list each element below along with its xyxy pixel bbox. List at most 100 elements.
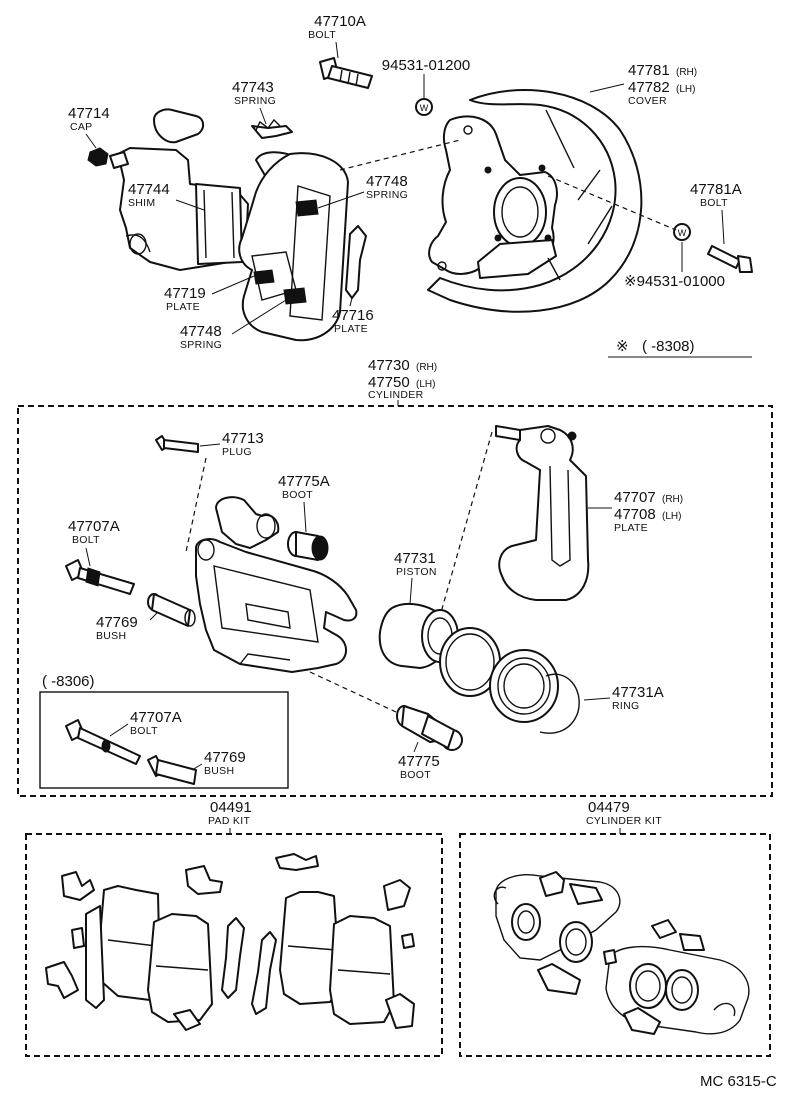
reference-mark: ※ bbox=[616, 338, 629, 355]
bolt-47707A-variant-drawing bbox=[65, 719, 141, 765]
cylinder-body-drawing bbox=[195, 496, 358, 673]
part-suffix: (LH) bbox=[662, 511, 681, 522]
part-number: 47730 bbox=[368, 357, 410, 374]
date-range-note: ( -8306) bbox=[42, 673, 95, 690]
part-number: 47775A bbox=[278, 473, 330, 490]
part-number: 47782 bbox=[628, 79, 670, 96]
part-description: BUSH bbox=[204, 765, 234, 777]
part-suffix: (RH) bbox=[662, 494, 683, 505]
part-description: SPRING bbox=[180, 339, 222, 351]
part-number: 47769 bbox=[96, 614, 138, 631]
leader-line bbox=[175, 199, 205, 211]
part-description: CYLINDER bbox=[368, 389, 424, 401]
leader-dashed bbox=[185, 457, 207, 553]
part-suffix: (LH) bbox=[416, 379, 435, 390]
leader-line bbox=[413, 741, 419, 753]
part-number: 47707A bbox=[68, 518, 120, 535]
part-description: PLUG bbox=[222, 446, 252, 458]
part-description: PLATE bbox=[614, 522, 648, 534]
part-number: 47750 bbox=[368, 374, 410, 391]
leader-line bbox=[721, 209, 725, 245]
leader-line bbox=[85, 133, 97, 149]
part-number: 47775 bbox=[398, 753, 440, 770]
part-number: 47769 bbox=[204, 749, 246, 766]
leader-line bbox=[199, 443, 221, 447]
part-description: BOLT bbox=[700, 197, 728, 209]
ring-47731A-drawing bbox=[539, 673, 580, 734]
part-description: SPRING bbox=[366, 189, 408, 201]
leader-line bbox=[85, 547, 91, 567]
dust-cover-drawing bbox=[427, 89, 643, 313]
part-description: PISTON bbox=[396, 566, 437, 578]
part-number: 47731 bbox=[394, 550, 436, 567]
bolt-47710A-drawing bbox=[319, 57, 373, 89]
leader-line bbox=[583, 697, 611, 701]
leader-line bbox=[231, 299, 287, 335]
washer-mark-icon: W bbox=[673, 223, 691, 241]
part-description: BOLT bbox=[308, 29, 336, 41]
caliper-assembly-drawing bbox=[109, 108, 349, 342]
part-number: 47743 bbox=[232, 79, 274, 96]
part-description: PLATE bbox=[166, 301, 200, 313]
part-description: CYLINDER KIT bbox=[586, 815, 662, 827]
cylinder-kit-drawing bbox=[493, 871, 750, 1035]
part-number: 47781A bbox=[690, 181, 742, 198]
bush-47769-variant-drawing bbox=[147, 755, 197, 785]
part-number: ※94531-01000 bbox=[624, 273, 725, 290]
part-number: 47707A bbox=[130, 709, 182, 726]
part-number: 94531-01200 bbox=[382, 57, 470, 74]
part-description: SPRING bbox=[234, 95, 276, 107]
part-number: 47716 bbox=[332, 307, 374, 324]
part-description: BOOT bbox=[400, 769, 431, 781]
part-number: 47748 bbox=[180, 323, 222, 340]
part-number: 47708 bbox=[614, 506, 656, 523]
part-description: PLATE bbox=[334, 323, 368, 335]
leader-line bbox=[409, 577, 413, 605]
part-number: 04491 bbox=[210, 799, 252, 816]
bolt-47781A-drawing bbox=[707, 245, 753, 273]
part-number: 47707 bbox=[614, 489, 656, 506]
part-description: BOLT bbox=[72, 534, 100, 546]
part-number: 47744 bbox=[128, 181, 170, 198]
bolt-47707A-drawing bbox=[65, 559, 135, 595]
date-range-note: ( -8308) bbox=[642, 338, 695, 355]
pad-kit-drawing bbox=[45, 853, 415, 1031]
part-description: CAP bbox=[70, 121, 93, 133]
svg-text:W: W bbox=[678, 228, 687, 238]
part-number: 47713 bbox=[222, 430, 264, 447]
leader-line bbox=[317, 191, 365, 209]
cylinder-kit-group-box bbox=[459, 833, 771, 1057]
part-suffix: (LH) bbox=[676, 84, 695, 95]
part-number: 47748 bbox=[366, 173, 408, 190]
boot-47775-drawing bbox=[396, 705, 463, 751]
boot-47775A-drawing bbox=[287, 531, 329, 561]
svg-text:W: W bbox=[420, 103, 429, 113]
part-number: 47710A bbox=[314, 13, 366, 30]
cap-47714-drawing bbox=[87, 147, 109, 167]
washer-mark-icon: W bbox=[415, 98, 433, 116]
leader-line bbox=[109, 723, 129, 737]
leader-line bbox=[589, 83, 625, 93]
part-number: 04479 bbox=[588, 799, 630, 816]
part-description: SHIM bbox=[128, 197, 155, 209]
part-description: BOLT bbox=[130, 725, 158, 737]
leader-dashed bbox=[309, 671, 397, 713]
leader-dashed bbox=[439, 431, 493, 617]
part-description: COVER bbox=[628, 95, 667, 107]
pad-kit-group-box bbox=[25, 833, 443, 1057]
leader-line bbox=[259, 107, 267, 125]
leader-line bbox=[303, 501, 307, 533]
part-description: BUSH bbox=[96, 630, 126, 642]
plug-47713-drawing bbox=[155, 435, 199, 453]
cylinder-assembly-group-box bbox=[17, 405, 773, 797]
plate-47707-drawing bbox=[495, 425, 590, 601]
part-description: BOOT bbox=[282, 489, 313, 501]
part-suffix: (RH) bbox=[676, 67, 697, 78]
part-suffix: (RH) bbox=[416, 362, 437, 373]
diagram-code: MC 6315-C bbox=[700, 1073, 777, 1090]
part-description: PAD KIT bbox=[208, 815, 250, 827]
leader-line bbox=[149, 611, 159, 621]
leader-line bbox=[191, 763, 203, 771]
bush-47769-drawing bbox=[147, 593, 196, 627]
